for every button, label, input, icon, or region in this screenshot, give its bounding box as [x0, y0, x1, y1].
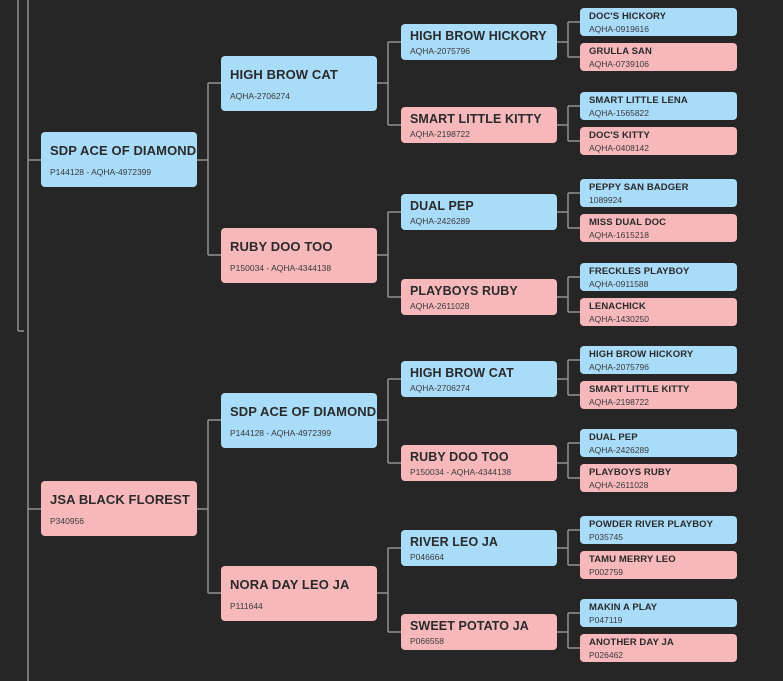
horse-card-sire-sire-sire[interactable]: HIGH BROW HICKORY AQHA-2075796 [401, 24, 557, 60]
horse-name: PLAYBOYS RUBY [589, 466, 672, 478]
horse-card-gen4[interactable]: LENACHICK AQHA-1430250 [580, 298, 737, 326]
horse-registration: AQHA-1615218 [589, 229, 650, 240]
horse-name: PEPPY SAN BADGER [589, 181, 689, 193]
horse-registration: P066558 [410, 635, 445, 646]
horse-registration: AQHA-2075796 [589, 361, 650, 372]
horse-card-dam-dam-sire[interactable]: RIVER LEO JA P046664 [401, 530, 557, 566]
horse-card-sire-dam-sire[interactable]: DUAL PEP AQHA-2426289 [401, 194, 557, 230]
horse-registration: P150034 - AQHA-4344138 [410, 466, 512, 477]
horse-card-gen4[interactable]: HIGH BROW HICKORY AQHA-2075796 [580, 346, 737, 374]
horse-registration: AQHA-2426289 [589, 444, 650, 455]
horse-name: SMART LITTLE KITTY [410, 111, 542, 126]
horse-name: RUBY DOO TOO [410, 449, 509, 464]
horse-card-gen4[interactable]: MAKIN A PLAY P047119 [580, 599, 737, 627]
horse-registration: AQHA-1565822 [589, 107, 650, 118]
horse-name: RUBY DOO TOO [230, 238, 333, 254]
horse-name: DUAL PEP [410, 198, 474, 213]
horse-card-gen4[interactable]: PLAYBOYS RUBY AQHA-2611028 [580, 464, 737, 492]
horse-registration: P047119 [589, 614, 623, 625]
horse-name: JSA BLACK FLOREST [50, 491, 190, 507]
horse-name: DOC'S HICKORY [589, 10, 667, 22]
horse-card-sire-sire[interactable]: HIGH BROW CAT AQHA-2706274 [221, 56, 377, 111]
horse-registration: AQHA-2198722 [410, 128, 471, 139]
horse-registration: P035745 [589, 531, 624, 542]
horse-card-gen4[interactable]: ANOTHER DAY JA P026462 [580, 634, 737, 662]
horse-registration: AQHA-2611028 [589, 479, 649, 490]
horse-name: PLAYBOYS RUBY [410, 283, 518, 298]
horse-card-gen4[interactable]: MISS DUAL DOC AQHA-1615218 [580, 214, 737, 242]
horse-name: FRECKLES PLAYBOY [589, 265, 690, 277]
horse-registration: AQHA-2706274 [230, 90, 291, 101]
horse-name: HIGH BROW HICKORY [410, 28, 547, 43]
horse-card-gen4[interactable]: SMART LITTLE LENA AQHA-1565822 [580, 92, 737, 120]
horse-registration: P002759 [589, 566, 624, 577]
horse-card-gen4[interactable]: PEPPY SAN BADGER 1089924 [580, 179, 737, 207]
horse-registration: AQHA-0739106 [589, 58, 650, 69]
horse-card-dam-sire[interactable]: SDP ACE OF DIAMONDS P144128 - AQHA-49723… [221, 393, 386, 448]
horse-card-gen4[interactable]: DOC'S KITTY AQHA-0408142 [580, 127, 737, 155]
horse-registration: AQHA-2075796 [410, 45, 471, 56]
horse-registration: AQHA-2706274 [410, 382, 471, 393]
horse-name: SDP ACE OF DIAMONDS [230, 403, 386, 419]
horse-card-gen4[interactable]: SMART LITTLE KITTY AQHA-2198722 [580, 381, 737, 409]
horse-name: HIGH BROW HICKORY [589, 348, 694, 360]
horse-name: LENACHICK [589, 300, 646, 312]
horse-name: MISS DUAL DOC [589, 216, 667, 228]
horse-card-dam-dam[interactable]: NORA DAY LEO JA P111644 [221, 566, 377, 621]
horse-registration: 1089924 [589, 194, 623, 205]
horse-registration: P150034 - AQHA-4344138 [230, 262, 332, 273]
horse-registration: P144128 - AQHA-4972399 [50, 166, 152, 177]
horse-name: DUAL PEP [589, 431, 638, 443]
horse-card-dam[interactable]: JSA BLACK FLOREST P340956 [41, 481, 197, 536]
horse-name: POWDER RIVER PLAYBOY [589, 518, 714, 530]
horse-card-sire-dam-dam[interactable]: PLAYBOYS RUBY AQHA-2611028 [401, 279, 557, 315]
horse-registration: AQHA-1430250 [589, 313, 650, 324]
horse-card-gen4[interactable]: POWDER RIVER PLAYBOY P035745 [580, 516, 737, 544]
horse-name: SWEET POTATO JA [410, 618, 529, 633]
horse-card-dam-sire-dam[interactable]: RUBY DOO TOO P150034 - AQHA-4344138 [401, 445, 557, 481]
horse-card-gen4[interactable]: FRECKLES PLAYBOY AQHA-0911588 [580, 263, 737, 291]
horse-name: ANOTHER DAY JA [589, 636, 674, 648]
horse-name: TAMU MERRY LEO [589, 553, 676, 565]
horse-registration: P144128 - AQHA-4972399 [230, 427, 332, 438]
horse-card-dam-dam-dam[interactable]: SWEET POTATO JA P066558 [401, 614, 557, 650]
horse-name: HIGH BROW CAT [230, 66, 338, 82]
horse-card-gen4[interactable]: GRULLA SAN AQHA-0739106 [580, 43, 737, 71]
horse-card-gen4[interactable]: TAMU MERRY LEO P002759 [580, 551, 737, 579]
horse-registration: AQHA-0408142 [589, 142, 650, 153]
horse-name: SDP ACE OF DIAMONDS [50, 142, 206, 158]
horse-card-sire-dam[interactable]: RUBY DOO TOO P150034 - AQHA-4344138 [221, 228, 377, 283]
horse-card-gen4[interactable]: DOC'S HICKORY AQHA-0919616 [580, 8, 737, 36]
horse-name: DOC'S KITTY [589, 129, 650, 141]
horse-registration: P026462 [589, 649, 624, 660]
horse-registration: AQHA-2426289 [410, 215, 471, 226]
horse-name: MAKIN A PLAY [589, 601, 658, 613]
horse-registration: AQHA-0911588 [589, 278, 649, 289]
horse-name: RIVER LEO JA [410, 534, 499, 549]
horse-registration: AQHA-2611028 [410, 300, 470, 311]
horse-registration: AQHA-2198722 [589, 396, 650, 407]
horse-name: SMART LITTLE LENA [589, 94, 688, 106]
horse-registration: P046664 [410, 551, 445, 562]
horse-name: NORA DAY LEO JA [230, 576, 350, 592]
horse-registration: P340956 [50, 515, 85, 526]
horse-card-dam-sire-sire[interactable]: HIGH BROW CAT AQHA-2706274 [401, 361, 557, 397]
horse-name: SMART LITTLE KITTY [589, 383, 690, 395]
horse-registration: P111644 [230, 600, 263, 611]
horse-name: GRULLA SAN [589, 45, 652, 57]
horse-card-sire[interactable]: SDP ACE OF DIAMONDS P144128 - AQHA-49723… [41, 132, 206, 187]
horse-card-gen4[interactable]: DUAL PEP AQHA-2426289 [580, 429, 737, 457]
horse-registration: AQHA-0919616 [589, 23, 650, 34]
horse-name: HIGH BROW CAT [410, 365, 514, 380]
horse-card-sire-sire-dam[interactable]: SMART LITTLE KITTY AQHA-2198722 [401, 107, 557, 143]
